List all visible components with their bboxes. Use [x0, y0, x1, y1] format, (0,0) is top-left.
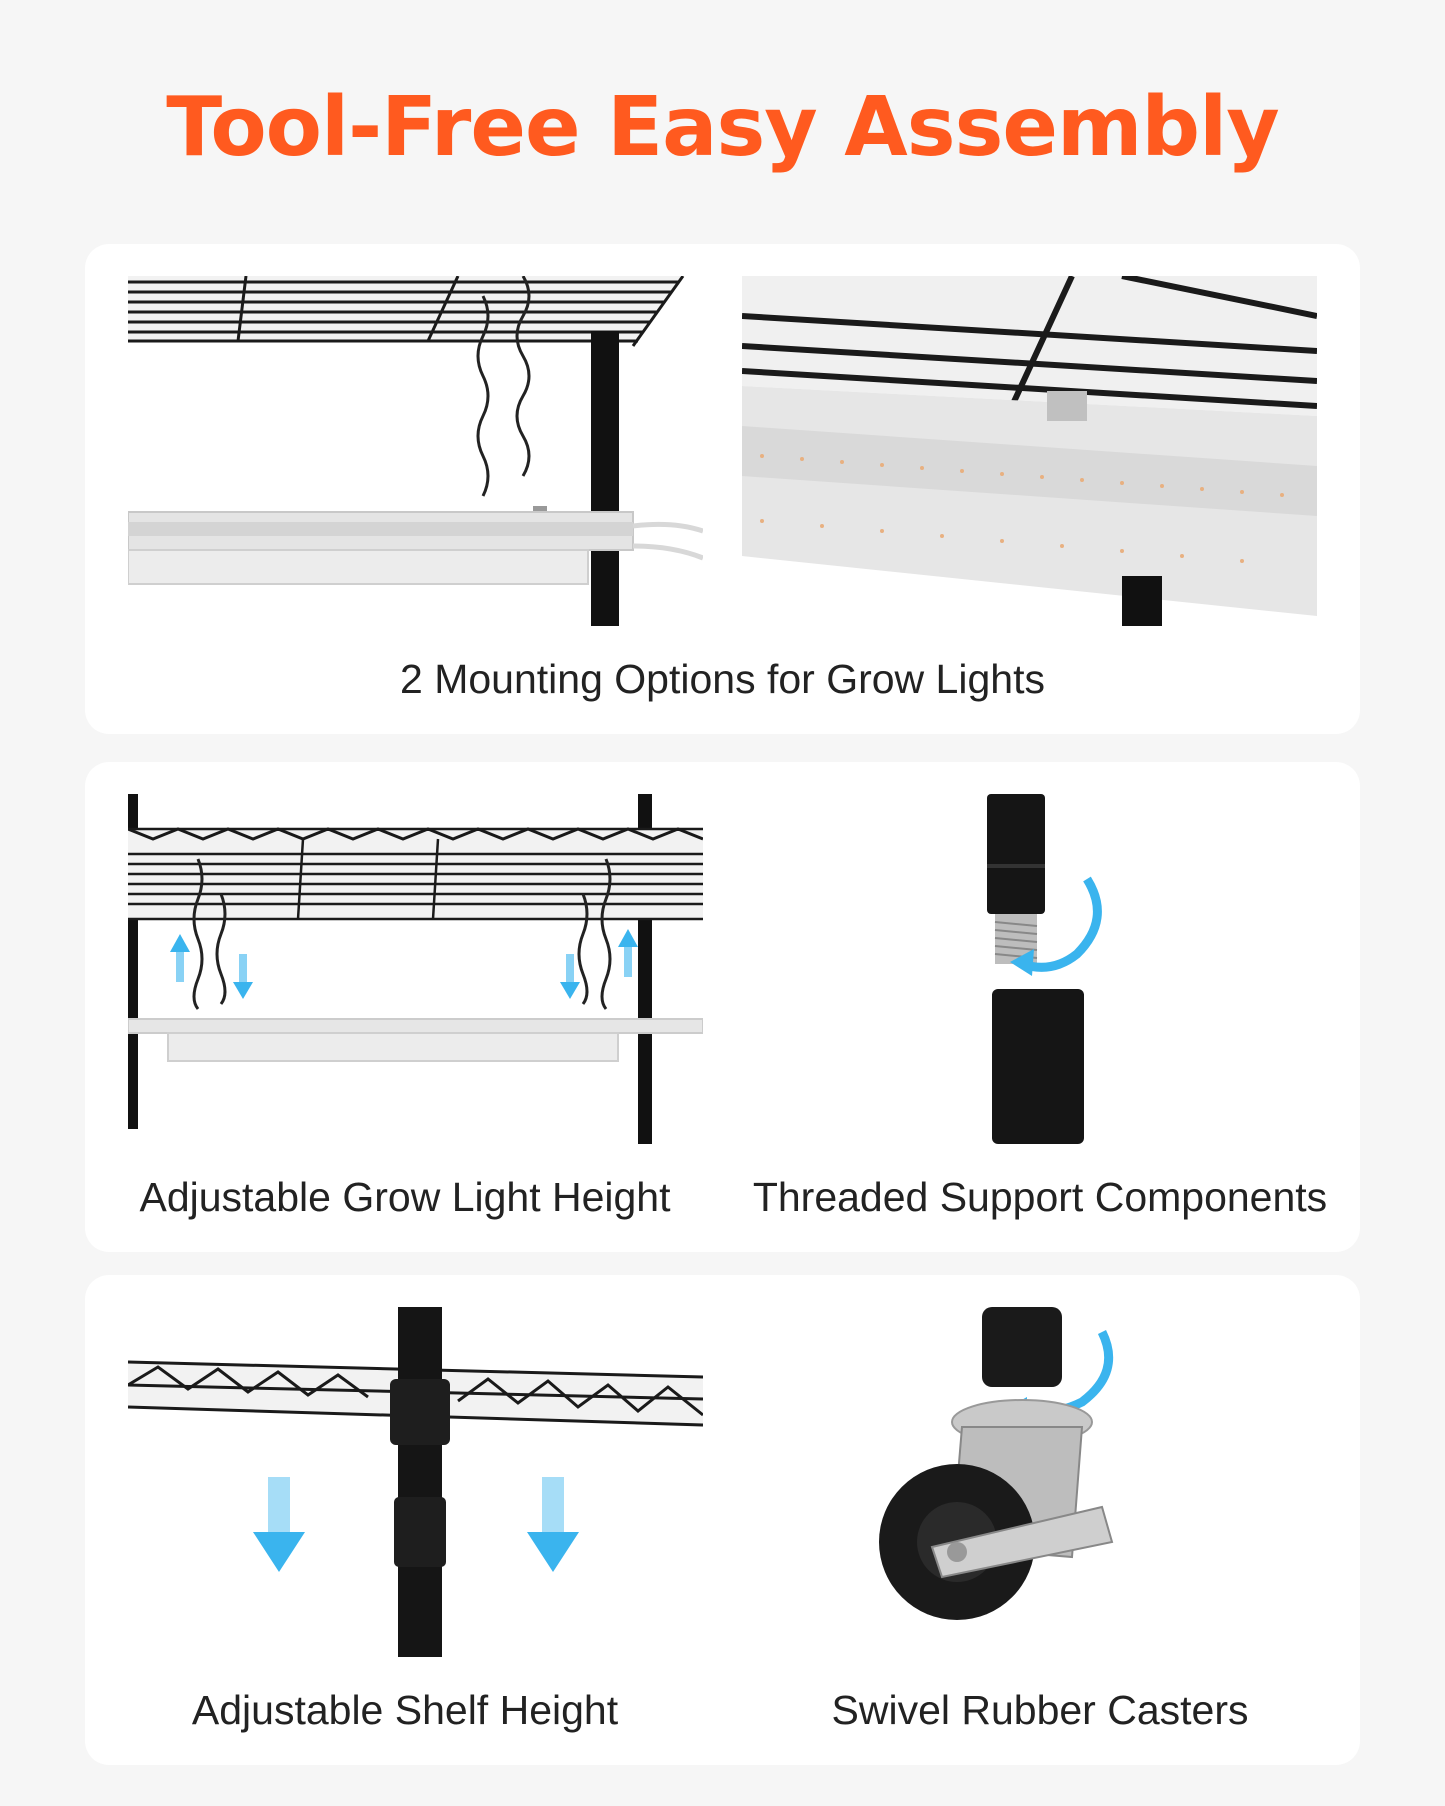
swivel-caster-photo: [742, 1307, 1317, 1657]
clip-mounted-light-photo: [742, 276, 1317, 626]
threaded-pole-photo: [742, 794, 1317, 1144]
adjustable-shelf-height-caption: Adjustable Shelf Height: [191, 1687, 619, 1733]
adjustable-light-height-caption: Adjustable Grow Light Height: [139, 1174, 671, 1220]
shelf-height-photo: [128, 1307, 703, 1657]
mounting-options-card: 2 Mounting Options for Grow Lights: [85, 244, 1360, 734]
page-title: Tool-Free Easy Assembly: [166, 80, 1279, 175]
swivel-casters-caption: Swivel Rubber Casters: [831, 1687, 1249, 1733]
mounting-options-caption: 2 Mounting Options for Grow Lights: [400, 656, 1045, 702]
height-and-thread-card: Adjustable Grow Light Height Threaded Su…: [85, 762, 1360, 1252]
threaded-components-caption: Threaded Support Components: [752, 1174, 1328, 1220]
chain-hanging-light-photo: [128, 276, 703, 626]
adjustable-chain-height-photo: [128, 794, 703, 1144]
shelf-and-caster-card: Adjustable Shelf Height Swivel Rubber Ca…: [85, 1275, 1360, 1765]
